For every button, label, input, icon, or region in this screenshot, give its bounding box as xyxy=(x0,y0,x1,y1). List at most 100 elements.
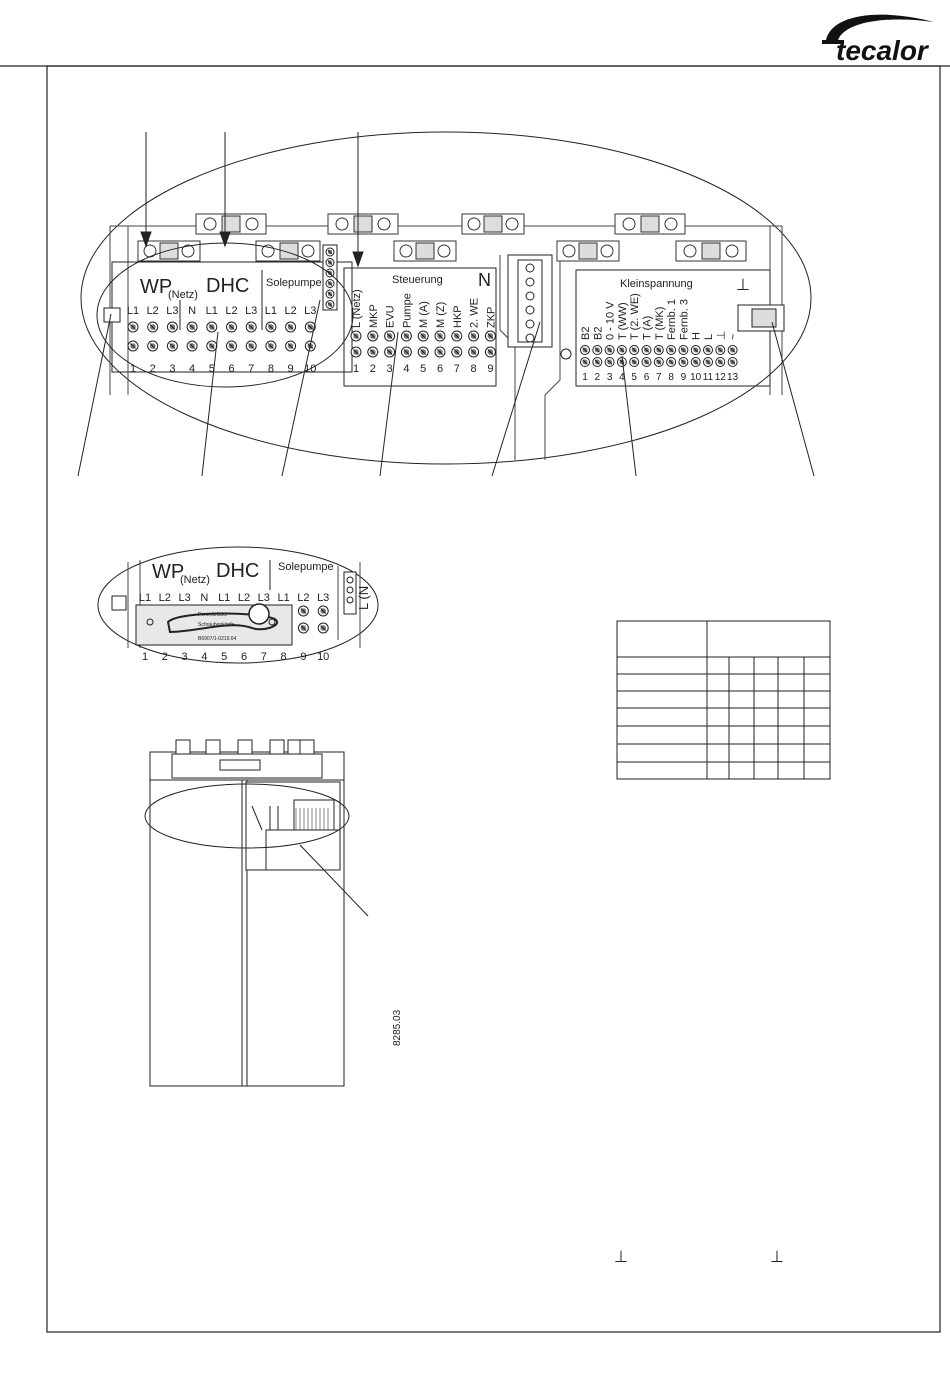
klein-terminal-label: T (2. WE) xyxy=(629,293,641,340)
steuerung-terminal-number: 9 xyxy=(487,363,493,375)
leader-lines xyxy=(77,299,815,477)
klein-terminal-number: 5 xyxy=(631,372,637,383)
terminal-screw-bottom xyxy=(400,346,412,358)
terminal-screw-top xyxy=(265,321,277,333)
label-steuerung-n: N xyxy=(478,270,491,290)
label-steuerung: Steuerung xyxy=(392,274,443,286)
detail-terminal-label: L1 xyxy=(139,592,151,604)
page-frame xyxy=(46,65,941,1333)
terminal-screw-top xyxy=(451,330,463,342)
wp-terminal-number: 2 xyxy=(150,363,156,375)
detail-terminal-label: L3 xyxy=(258,592,270,604)
terminal-screw-bottom xyxy=(127,340,139,352)
klein-terminal-number: 12 xyxy=(715,372,727,383)
terminal-screw-bottom xyxy=(166,340,178,352)
terminal-screw-bottom xyxy=(468,346,480,358)
ground-screw xyxy=(325,300,335,309)
wp-terminal-label: L3 xyxy=(245,305,257,317)
terminal-screw-bottom xyxy=(678,357,689,367)
detail-terminal-number: 10 xyxy=(317,651,329,663)
terminal-screw-bottom xyxy=(666,357,677,367)
terminal-screw-top xyxy=(186,321,198,333)
label-netz: (Netz) xyxy=(168,289,198,301)
klein-terminal-number: 10 xyxy=(690,372,702,383)
terminal-block-power: WP (Netz) DHC Solepumpe L11L22L33N4L15L2… xyxy=(103,244,353,375)
steuerung-terminal-number: 2 xyxy=(370,363,376,375)
detail-terminal-number: 8 xyxy=(281,651,287,663)
terminal-screw-bottom xyxy=(580,357,590,367)
klein-terminal-number: 11 xyxy=(703,372,714,383)
label-solepumpe: Solepumpe xyxy=(266,277,322,289)
detail-terminal-label: L3 xyxy=(178,592,190,604)
klein-terminal-number: 9 xyxy=(681,372,687,383)
detail-label-wp: WP xyxy=(152,561,184,583)
klein-terminal-label: Fernb. 3 xyxy=(678,299,690,340)
appliance-leader xyxy=(299,844,369,917)
terminal-screw-top xyxy=(727,345,738,355)
wp-terminal-label: N xyxy=(188,305,196,317)
terminal-screw-bottom xyxy=(690,357,701,367)
klein-terminal-number: 2 xyxy=(595,372,601,383)
terminal-screw-top xyxy=(367,330,379,342)
terminal-screw-top xyxy=(580,345,590,355)
klein-terminal-label: B2 xyxy=(580,327,592,340)
label-dhc: DHC xyxy=(206,275,249,297)
terminal-screw-bottom xyxy=(434,346,446,358)
terminal-screw-top xyxy=(417,330,429,342)
steuerung-terminal-label: M (A) xyxy=(418,301,430,328)
label-kleinspannung: Kleinspannung xyxy=(620,278,693,290)
terminal-screw-top xyxy=(304,321,316,333)
steuerung-terminal-number: 4 xyxy=(403,363,409,375)
terminal-screw-bottom xyxy=(715,357,726,367)
steuerung-terminal-label: HKP xyxy=(452,305,464,328)
steuerung-terminal-label: L (Netz) xyxy=(351,289,363,328)
detail-terminal-number: 2 xyxy=(162,651,168,663)
detail-bridge-label-1: Pemmbrücke xyxy=(198,612,228,618)
detail-label-solepumpe: Solepumpe xyxy=(278,561,334,573)
terminal-screw-top xyxy=(384,330,396,342)
detail-bridge-label-3: B6907/1-0219.64 xyxy=(198,636,237,642)
terminal-screw-top xyxy=(592,345,603,355)
steuerung-terminal-number: 5 xyxy=(420,363,426,375)
klein-terminal-label: ~ xyxy=(728,334,740,340)
ground-symbol-right: ⊥ xyxy=(770,1249,784,1266)
terminal-screw-bottom xyxy=(653,357,664,367)
terminal-screw-top xyxy=(484,330,496,342)
label-wp: WP xyxy=(140,276,172,298)
terminal-screw-bottom xyxy=(703,357,713,367)
terminal-screw-bottom xyxy=(147,340,159,352)
detail-terminal-number: 3 xyxy=(182,651,188,663)
zoom-ellipse-main xyxy=(80,131,812,465)
detail-bridge-label-2: Schraubenköpfe xyxy=(198,622,235,628)
detail-terminal-number: 7 xyxy=(261,651,267,663)
terminal-screw-top xyxy=(226,321,237,333)
detail-next-label: L (N xyxy=(356,586,371,610)
steuerung-terminal-label: Pumpe xyxy=(401,293,413,328)
steuerung-terminal-number: 1 xyxy=(353,363,359,375)
terminal-screw-top xyxy=(629,345,640,355)
empty-table xyxy=(616,620,831,780)
wp-terminal-number: 7 xyxy=(248,363,254,375)
label-klein-ground: ⊥ xyxy=(736,277,750,294)
wp-terminal-number: 8 xyxy=(268,363,274,375)
detail-terminal-number: 6 xyxy=(241,651,247,663)
steuerung-terminal-label: 2. WE xyxy=(469,298,481,328)
terminal-screw-bottom xyxy=(285,340,297,352)
terminal-screw-bottom xyxy=(451,346,463,358)
klein-terminal-number: 6 xyxy=(644,372,650,383)
klein-terminal-label: ⊥ xyxy=(715,330,727,340)
steuerung-terminal-number: 3 xyxy=(387,363,393,375)
klein-terminal-number: 4 xyxy=(619,372,625,383)
terminal-screw-bottom xyxy=(226,340,237,352)
wp-terminal-label: L1 xyxy=(265,305,277,317)
klein-terminal-number: 13 xyxy=(727,372,739,383)
terminal-screw-bottom xyxy=(727,357,738,367)
terminal-screw-bottom xyxy=(317,622,329,634)
ground-screw xyxy=(325,247,335,257)
wp-terminal-number: 4 xyxy=(189,363,195,375)
detail-terminal-label: L2 xyxy=(297,592,309,604)
terminal-screw-bottom xyxy=(641,357,652,367)
detail-label-dhc: DHC xyxy=(216,560,259,582)
terminal-screw-bottom xyxy=(206,340,218,352)
